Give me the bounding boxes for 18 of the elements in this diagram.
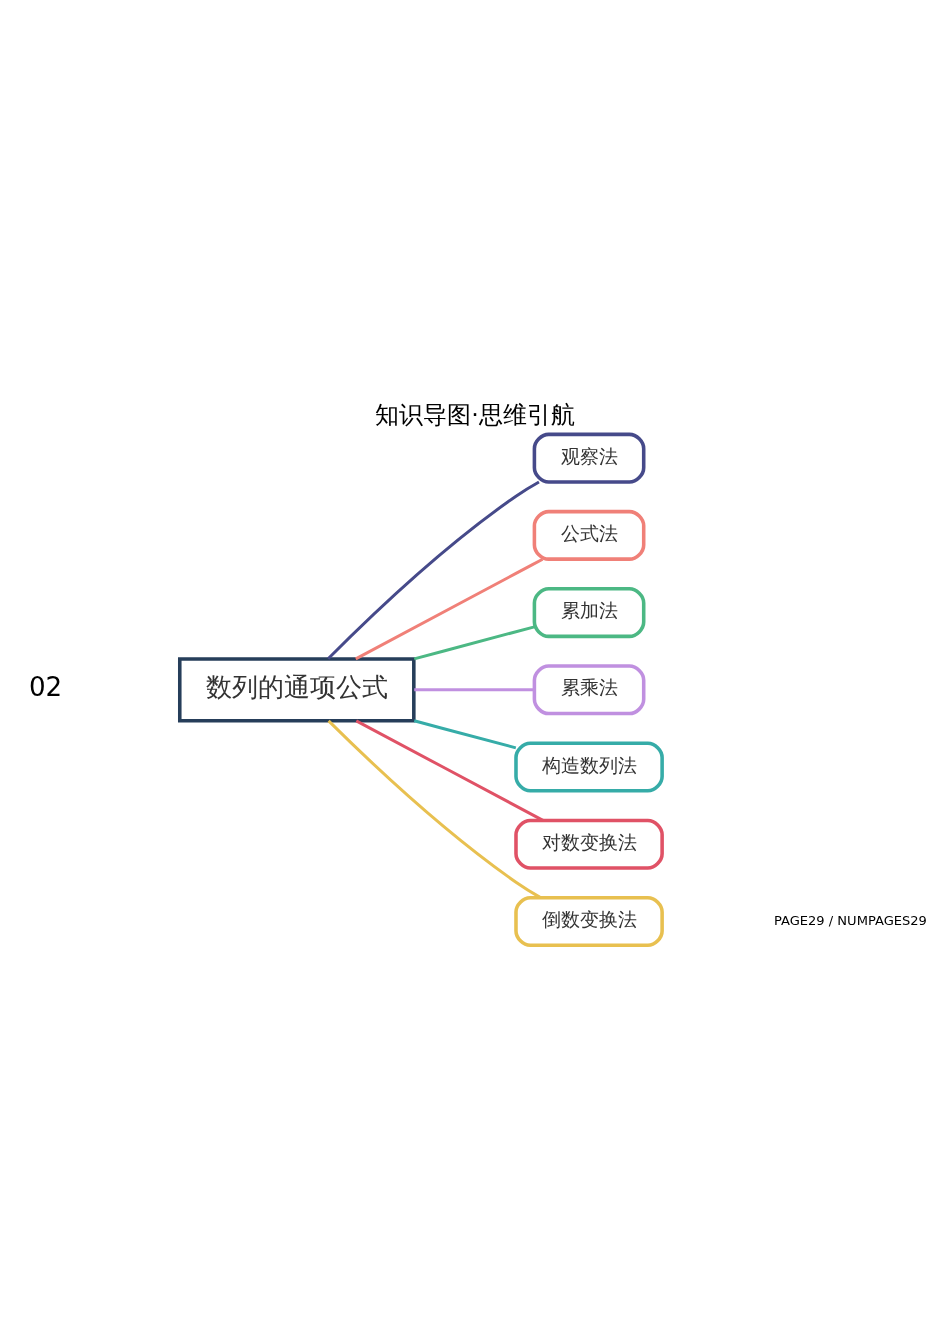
connector: [413, 719, 517, 750]
node-box: 对数变换法: [514, 818, 664, 870]
diagram-title: 知识导图·思维引航: [375, 400, 575, 429]
node-box: 累乘法: [532, 664, 646, 716]
node-box: 公式法: [532, 509, 646, 561]
node-box: 数列的通项公式: [178, 657, 416, 723]
connector: [327, 719, 542, 899]
connector: [355, 557, 544, 661]
node-box: 倒数变换法: [514, 895, 664, 948]
connector: [414, 688, 535, 692]
node-box: 观察法: [532, 432, 646, 484]
connector: [413, 625, 535, 661]
label: 02: [28, 672, 63, 703]
node-box: 构造数列法: [514, 741, 664, 793]
connector: [327, 480, 540, 660]
connector: [355, 719, 544, 822]
node-box: 累加法: [532, 587, 646, 639]
label: PAGE29 / NUMPAGES29: [773, 912, 927, 928]
